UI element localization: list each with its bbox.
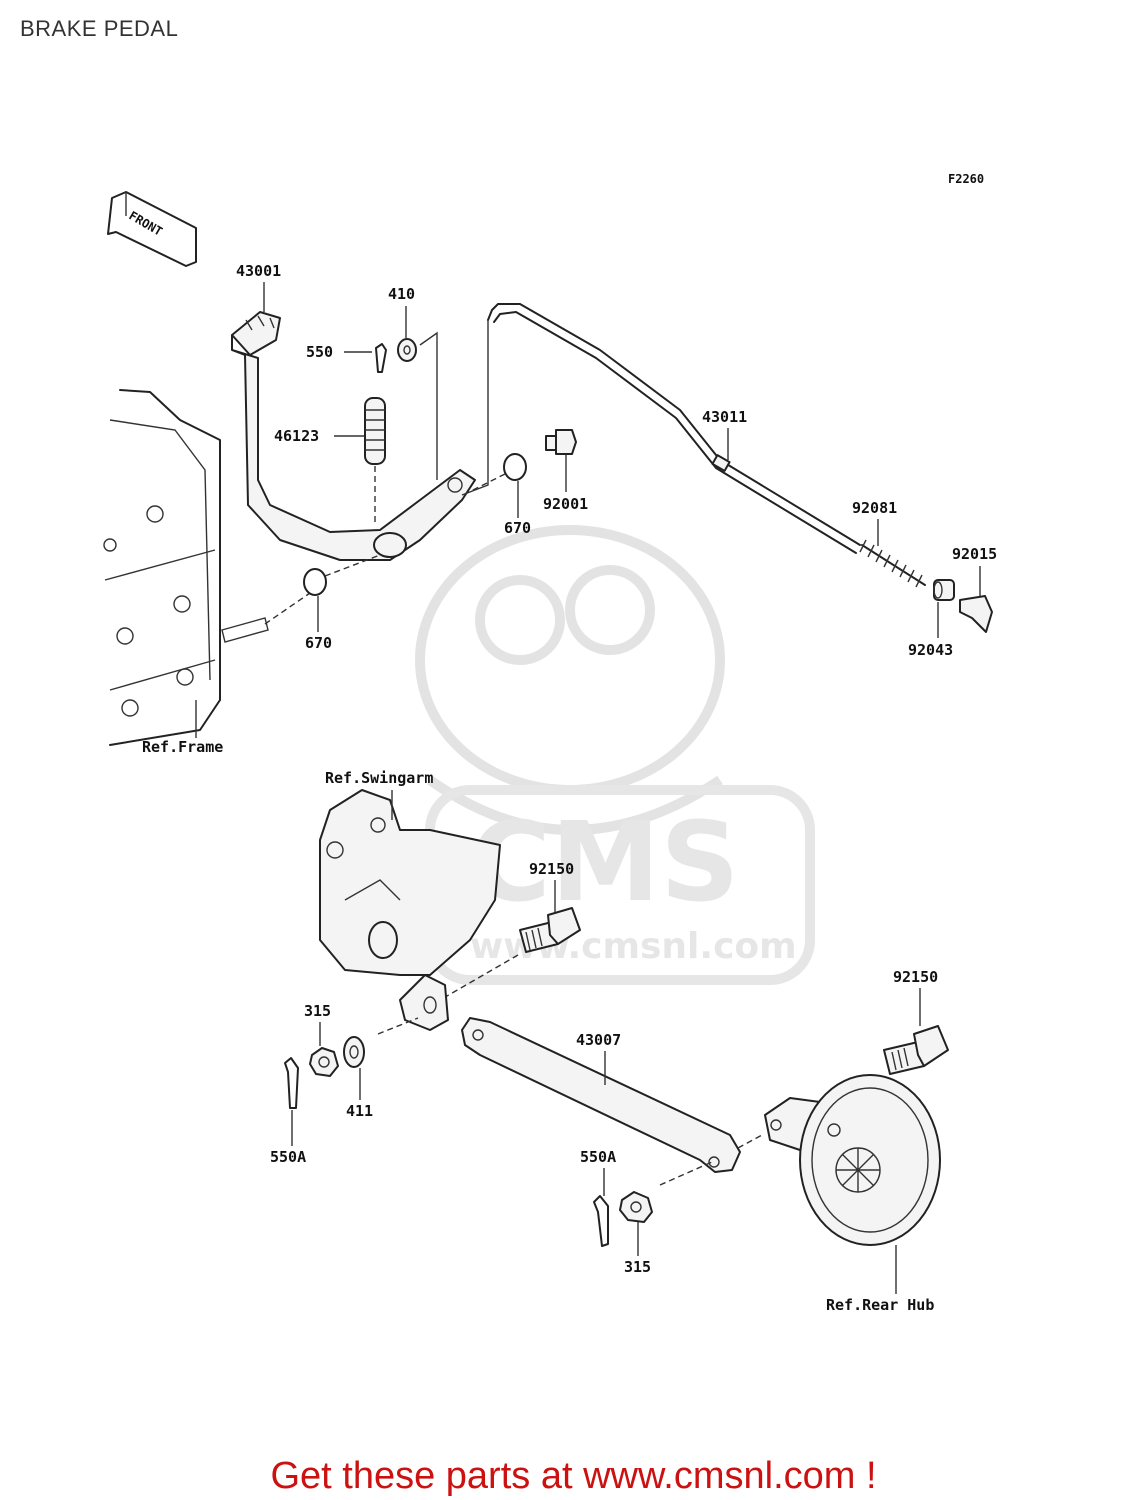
cotter-pin-550a-right bbox=[593, 1195, 609, 1247]
trunnion-92043 bbox=[933, 579, 955, 601]
brake-pedal-43001 bbox=[231, 311, 476, 561]
watermark-brand: CMS bbox=[470, 798, 739, 926]
frame-ref-drawing bbox=[103, 389, 311, 746]
swingarm-ref-drawing bbox=[319, 789, 501, 976]
front-label: FRONT bbox=[127, 208, 165, 238]
callout-ref-rear-hub: Ref.Rear Hub bbox=[826, 1296, 934, 1314]
wing-nut-92015 bbox=[959, 595, 993, 633]
bolt-92150-lower bbox=[883, 1025, 949, 1075]
callout-43011: 43011 bbox=[702, 408, 747, 426]
front-arrow-icon: FRONT bbox=[107, 191, 197, 267]
callout-92150-upper: 92150 bbox=[529, 860, 574, 878]
callout-92015: 92015 bbox=[952, 545, 997, 563]
bolt-92001 bbox=[545, 429, 577, 455]
callout-43001: 43001 bbox=[236, 262, 281, 280]
callout-550: 550 bbox=[306, 343, 333, 361]
callout-ref-frame: Ref.Frame bbox=[142, 738, 223, 756]
callout-92150-lower: 92150 bbox=[893, 968, 938, 986]
callout-43007: 43007 bbox=[576, 1031, 621, 1049]
watermark-url: www.cmsnl.com bbox=[470, 926, 797, 967]
brake-rod-43011 bbox=[461, 303, 861, 554]
figure-code: F2260 bbox=[948, 172, 984, 186]
rear-hub-ref-drawing bbox=[764, 1074, 941, 1246]
bolt-92150-upper bbox=[519, 907, 581, 953]
callout-315-right: 315 bbox=[624, 1258, 651, 1276]
callout-92001: 92001 bbox=[543, 495, 588, 513]
tension-rod-43007 bbox=[461, 1017, 741, 1173]
nut-315-right bbox=[619, 1191, 653, 1223]
o-ring-670-lower bbox=[303, 568, 327, 596]
page-title: BRAKE PEDAL bbox=[20, 16, 179, 41]
return-spring-46123 bbox=[364, 397, 386, 525]
adjust-spring-92081 bbox=[859, 539, 926, 588]
torque-bracket bbox=[399, 974, 449, 1031]
callout-410: 410 bbox=[388, 285, 415, 303]
footer-cta-link[interactable]: Get these parts at www.cmsnl.com ! bbox=[270, 1455, 877, 1497]
callout-315-left: 315 bbox=[304, 1002, 331, 1020]
callout-670-upper: 670 bbox=[504, 519, 531, 537]
callout-92043: 92043 bbox=[908, 641, 953, 659]
o-ring-670-upper bbox=[503, 453, 527, 481]
callout-670-lower: 670 bbox=[305, 634, 332, 652]
cotter-pin-550a-left bbox=[284, 1057, 299, 1109]
callout-ref-swingarm: Ref.Swingarm bbox=[325, 769, 433, 787]
callout-550a-right: 550A bbox=[580, 1148, 616, 1166]
cotter-pin-550 bbox=[375, 343, 387, 373]
callout-46123: 46123 bbox=[274, 427, 319, 445]
nut-315-left bbox=[309, 1047, 339, 1077]
washer-410 bbox=[397, 338, 417, 362]
washer-411 bbox=[343, 1036, 365, 1068]
callout-411: 411 bbox=[346, 1102, 373, 1120]
callout-550a-left: 550A bbox=[270, 1148, 306, 1166]
callout-92081: 92081 bbox=[852, 499, 897, 517]
